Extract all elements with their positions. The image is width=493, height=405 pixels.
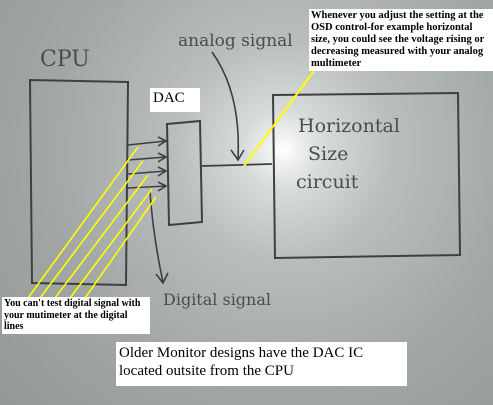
cpu-label: CPU <box>40 47 90 72</box>
circuit-label-line3: circuit <box>296 171 359 193</box>
digital-signal-arrow <box>149 191 169 285</box>
circuit-label-line1: Horizontal <box>298 115 400 137</box>
digital-signal-label: Digital signal <box>163 290 271 309</box>
dac-label: DAC <box>150 88 200 112</box>
yellow-pointer-analog <box>243 67 317 167</box>
horizontal-circuit-box <box>271 91 462 260</box>
caption-dac-location: Older Monitor designs have the DAC IC lo… <box>116 342 407 386</box>
annotation-analog-measurement: Whenever you adjust the setting at the O… <box>309 9 493 72</box>
analog-signal-label: analog signal <box>178 31 293 51</box>
circuit-label-line2: Size <box>308 143 348 165</box>
cpu-box <box>28 78 130 287</box>
analog-signal-arrow <box>211 51 245 162</box>
yellow-pointers-digital <box>27 146 157 299</box>
annotation-digital-lines: You can't test digital signal with your … <box>2 297 150 334</box>
digital-lines <box>127 136 168 192</box>
dac-box <box>165 119 204 227</box>
analog-line <box>201 163 273 167</box>
